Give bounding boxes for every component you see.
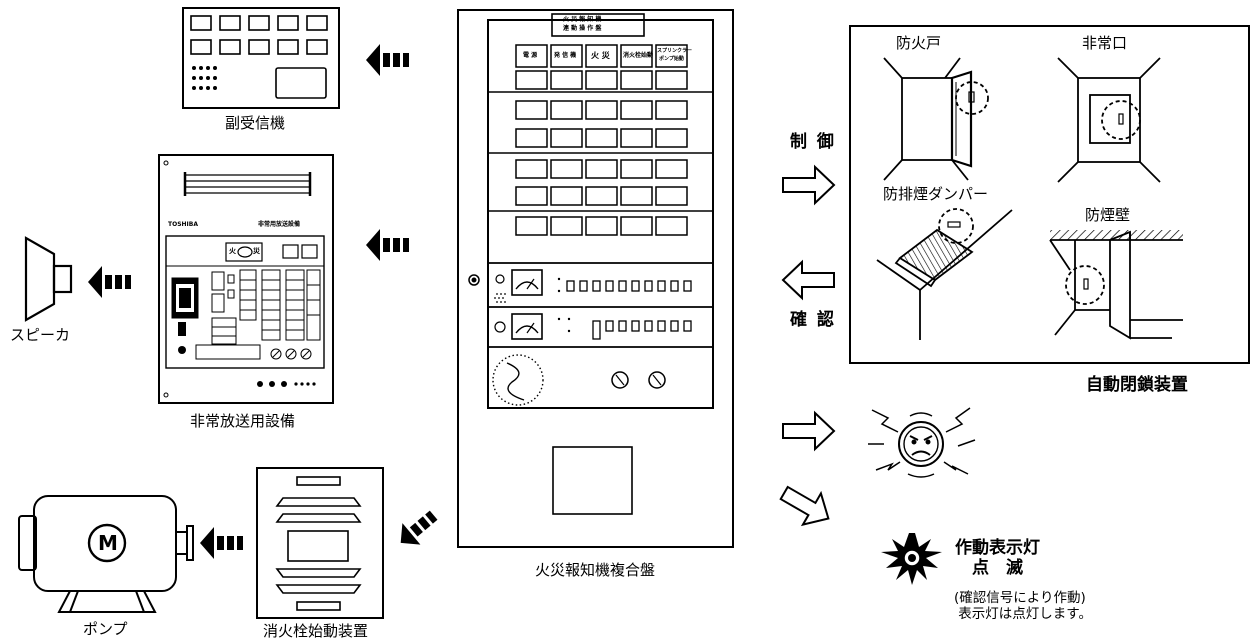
broadcast-brand: TOSHIBA (168, 221, 198, 228)
signal-arrow-to-sub-receiver (366, 44, 409, 76)
confirm-arrow (781, 259, 835, 301)
panel-btn-sprinkler-1: スプリンクラー (657, 48, 693, 54)
signal-arrow-to-speaker (88, 266, 131, 298)
smoke-wall-label: 防煙壁 (1085, 206, 1131, 224)
fire-door-drawing (883, 57, 989, 181)
panel-header-line-1: 火 災 報 知 機 (563, 16, 602, 23)
fire-alarm-panel (457, 9, 734, 548)
indicator-arrow (779, 485, 830, 527)
broadcast-title: 非常用放送設備 (258, 221, 301, 228)
panel-btn-fire: 火 災 (591, 51, 610, 60)
signal-arrow-to-pump (200, 527, 243, 559)
control-label: 制 御 (790, 132, 836, 152)
broadcast-fire-char-1: 火 (229, 247, 236, 255)
fire-alarm-panel-label: 火災報知機複合盤 (535, 561, 656, 579)
smoke-damper-drawing (876, 208, 1013, 340)
smoke-damper-label: 防排煙ダンパー (883, 185, 989, 203)
signal-arrow-to-broadcast (366, 229, 409, 261)
panel-btn-sprinkler-2: ポンプ始動 (659, 56, 684, 62)
indicator-note: (確認信号により作動) 表示灯は点灯します。 (954, 590, 1092, 622)
sub-receiver-label: 副受信機 (225, 114, 286, 132)
hydrant-starter-unit (256, 467, 384, 619)
signal-arrow-to-hydrant (400, 510, 438, 545)
speaker-label: スピーカ (10, 326, 71, 344)
auto-closing-device-label: 自動閉鎖装置 (1086, 375, 1188, 395)
pump-label: ポンプ (83, 620, 128, 638)
alarm-face-icon (868, 407, 976, 478)
hydrant-starter-label: 消火栓始動装置 (263, 622, 369, 640)
confirm-label: 確 認 (790, 310, 836, 330)
emergency-exit-drawing (1057, 57, 1161, 183)
panel-btn-power: 電 源 (523, 52, 538, 59)
control-arrow (782, 164, 836, 206)
panel-header-line-2: 連 動 操 作 盤 (563, 25, 602, 32)
sub-receiver-unit (182, 7, 340, 109)
fire-door-label: 防火戸 (896, 34, 942, 52)
auto-closing-device-box (849, 25, 1250, 364)
broadcast-equipment-unit (158, 154, 334, 404)
pump-motor-letter: M (98, 531, 118, 555)
indicator-lamp-icon (881, 533, 942, 585)
broadcast-equipment-label: 非常放送用設備 (190, 412, 296, 430)
pump-motor (18, 495, 194, 613)
smoke-wall-drawing (1049, 230, 1183, 340)
speaker-icon (24, 236, 73, 322)
emergency-exit-label: 非常口 (1082, 34, 1128, 52)
panel-btn-dispatch: 発 信 機 (554, 52, 577, 59)
indicator-blink-label: 点 滅 (972, 558, 1023, 578)
alarm-arrow (782, 410, 836, 452)
indicator-note-line-2: 表示灯は点灯します。 (958, 606, 1092, 622)
broadcast-fire-char-2: 災 (253, 247, 260, 255)
indicator-note-line-1: (確認信号により作動) (954, 590, 1086, 606)
indicator-title: 作動表示灯 (955, 538, 1040, 558)
panel-btn-extinguish: 消火栓始動 (623, 52, 654, 59)
